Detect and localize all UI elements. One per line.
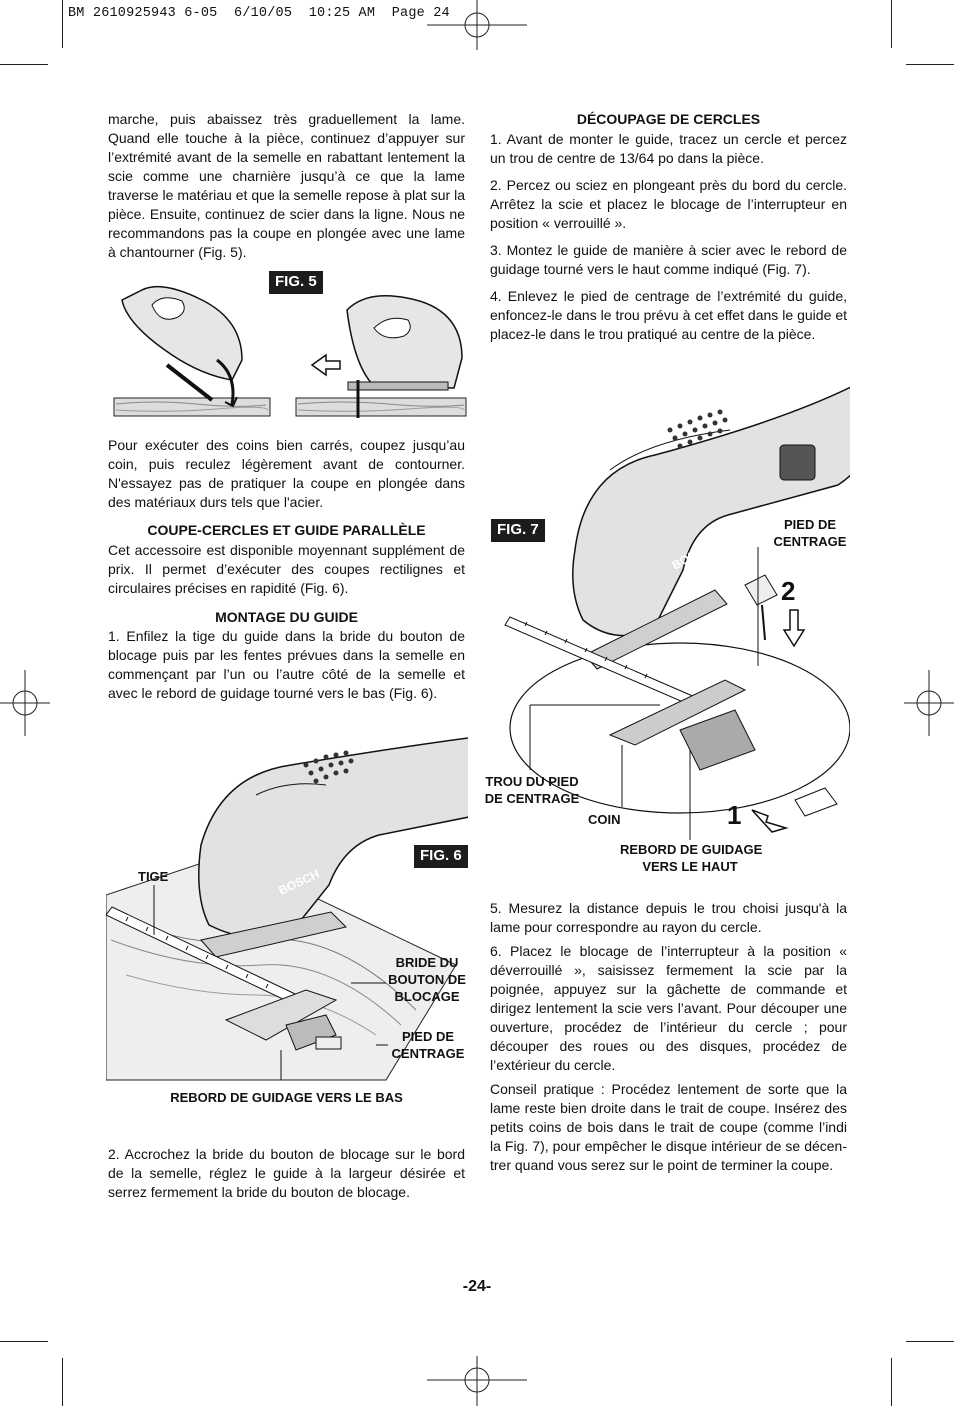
heading-circle-cutter: COUPE-CERCLES ET GUIDE PARALLÈLE (147, 522, 426, 538)
fig7-label: FIG. 7 (491, 519, 545, 542)
step-2: 2. Percez ou sciez en plongeant près du … (490, 177, 847, 231)
fig6-callout-tige: TIGE (138, 869, 169, 884)
print-slug: BM 2610925943 6-05 6/10/05 10:25 AM Page… (68, 6, 450, 21)
page-number: -24- (462, 1278, 492, 1295)
step-4: 4. Enlevez le pied de centrage de l’extr… (490, 288, 847, 342)
paragraph-corners: Pour exécuter des coins bien carrés, cou… (108, 437, 465, 510)
fig6-callout-rebord: REBORD DE GUIDAGE VERS LE BAS (170, 1090, 403, 1105)
fig7-step-number-1: 1 (727, 800, 742, 830)
step-1: 1. Avant de monter le guide, tracez un c… (490, 131, 847, 166)
step-3: 3. Montez le guide de manière à scier av… (490, 242, 847, 277)
step-5: 5. Mesurez la distance depuis le trou ch… (490, 900, 847, 935)
fig7-callout-coin: COIN (588, 812, 621, 827)
fig7-illustration: BOSCH (504, 386, 850, 840)
paragraph-plunge-cut: marche, puis abaissez très graduellement… (108, 111, 465, 260)
fig6-illustration: BOSCH (106, 737, 468, 1081)
fig5-illustration (113, 285, 467, 418)
paragraph-guide-step1: 1. Enfilez la tige du guide dans la brid… (108, 628, 465, 701)
practical-tip: Conseil pratique : Procédez lentement de… (490, 1081, 847, 1173)
paragraph-accessory: Cet accessoire est disponible moyennant … (108, 542, 465, 596)
fig6-label: FIG. 6 (414, 845, 468, 868)
paragraph-guide-step2: 2. Accrochez la bride du bouton de bloca… (108, 1146, 465, 1200)
fig7-step-number-2: 2 (781, 576, 796, 606)
heading-guide-mount: MONTAGE DU GUIDE (215, 609, 358, 625)
fig5-label: FIG. 5 (269, 271, 323, 294)
heading-circle-cutting: DÉCOUPAGE DE CERCLES (576, 111, 761, 127)
step-6: 6. Placez le blocage de l’interrupteur à… (490, 943, 847, 1073)
